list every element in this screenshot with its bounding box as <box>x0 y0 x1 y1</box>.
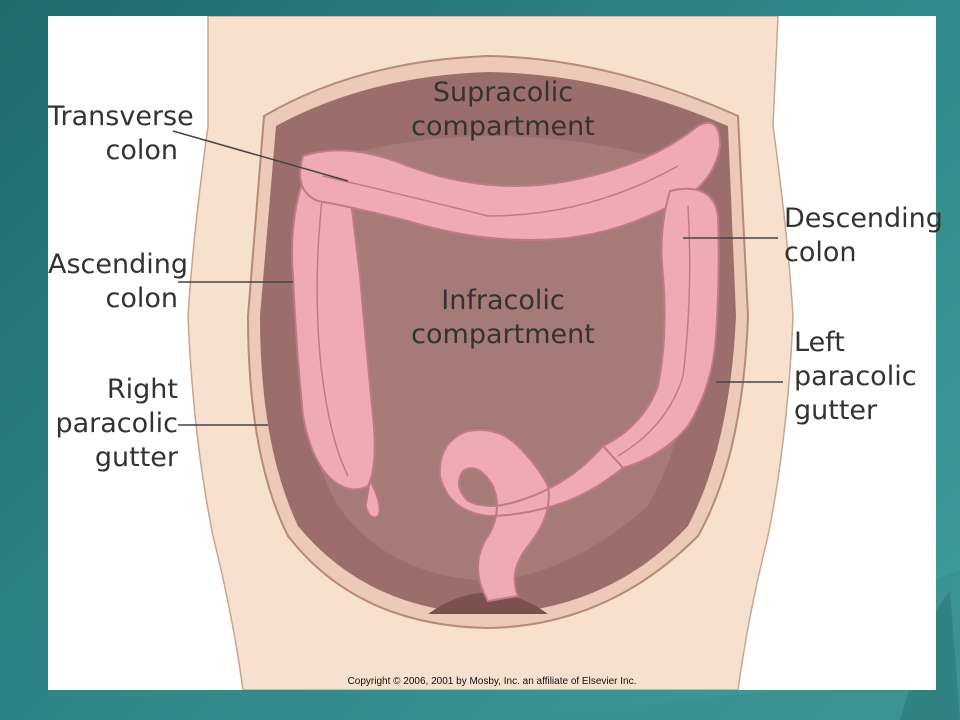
sigmoid-colon-shape <box>438 429 625 603</box>
copyright-notice: Copyright © 2006, 2001 by Mosby, Inc. an… <box>347 676 637 687</box>
label-line: gutter <box>94 442 178 473</box>
label-line: Right <box>106 374 178 405</box>
abdomen-illustration <box>172 16 794 690</box>
label-transverse-colon: Transverse colon <box>48 100 194 168</box>
label-line: colon <box>105 283 179 314</box>
label-line: compartment <box>411 319 595 350</box>
label-infracolic-compartment: Infracolic compartment <box>388 284 618 352</box>
ascending-colon-shape <box>291 164 376 491</box>
label-line: Transverse <box>48 101 194 132</box>
label-line: compartment <box>411 111 595 142</box>
transverse-colon-shape <box>299 121 722 241</box>
label-line: paracolic <box>55 408 178 439</box>
label-left-paracolic-gutter: Left paracolic gutter <box>794 326 934 428</box>
leader-transverse <box>172 130 349 182</box>
label-line: colon <box>784 237 857 268</box>
label-line: Infracolic <box>441 285 565 316</box>
label-supracolic-compartment: Supracolic compartment <box>393 76 613 144</box>
label-right-paracolic-gutter: Right paracolic gutter <box>48 373 178 475</box>
label-line: Descending <box>784 203 943 234</box>
label-line: paracolic <box>794 361 917 392</box>
label-ascending-colon: Ascending colon <box>48 248 188 316</box>
label-line: Ascending <box>48 249 188 280</box>
pelvic-inlet <box>428 592 548 614</box>
label-descending-colon: Descending colon <box>784 202 943 270</box>
label-line: colon <box>105 135 179 166</box>
figure-panel: Transverse colon Ascending colon Right p… <box>48 16 943 690</box>
label-line: Supracolic <box>432 77 574 108</box>
label-line: Left <box>794 327 845 358</box>
label-line: gutter <box>794 395 878 426</box>
